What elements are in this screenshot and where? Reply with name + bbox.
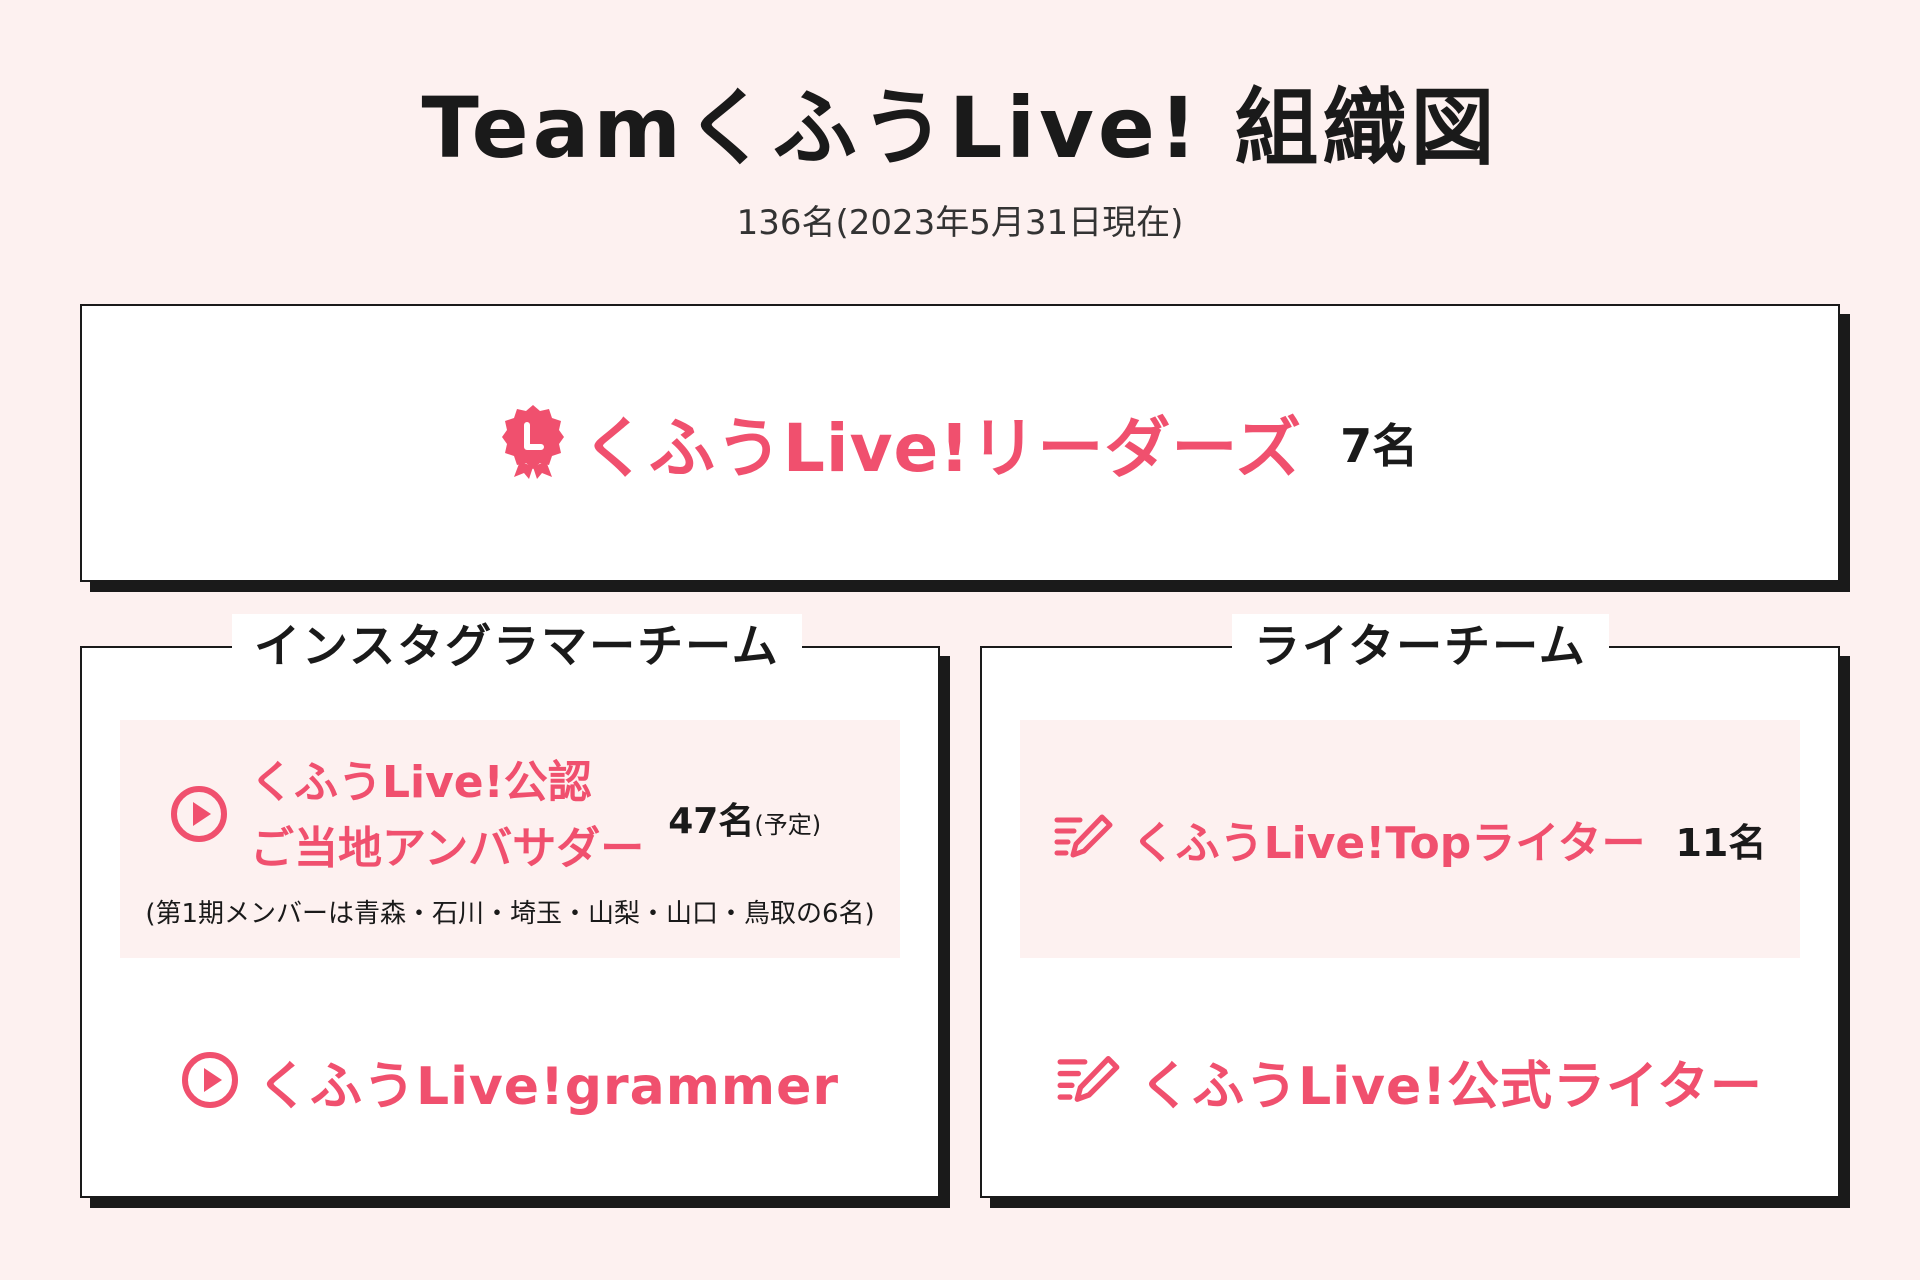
ambassador-note: (第1期メンバーは青森・石川・埼玉・山梨・山口・鳥取の6名): [145, 899, 875, 929]
ambassador-label-line2: ご当地アンバサダー: [250, 823, 645, 874]
official-writer-row: くふうLive!公式ライター: [982, 1044, 1838, 1119]
ambassador-row: くふうLive!公認 ご当地アンバサダー 47名(予定): [170, 750, 821, 882]
official-writer-label: くふうLive!公式ライター: [1139, 1057, 1763, 1117]
play-circle-icon: [181, 1051, 239, 1113]
ambassador-label-line1: くふうLive!公認: [250, 757, 592, 808]
ambassador-count: 47名: [668, 801, 755, 842]
instagrammer-team-heading: インスタグラマーチーム: [232, 614, 802, 678]
page-title: TeamくふうLive! 組織図: [421, 79, 1499, 177]
ambassador-count-note: (予定): [754, 811, 822, 839]
member-count-subtitle: 136名(2023年5月31日現在): [736, 203, 1184, 243]
ambassador-label: くふうLive!公認 ご当地アンバサダー: [250, 750, 644, 882]
leaders-count: 7名: [1340, 419, 1419, 473]
grammer-row: くふうLive!grammer: [82, 1044, 938, 1119]
top-writer-panel: くふうLive!Topライター 11名: [1020, 720, 1800, 958]
pen-writing-icon: [1054, 812, 1114, 866]
writer-team-heading: ライターチーム: [1232, 614, 1609, 678]
writer-team-box: ライターチーム くふうLive!Topライター 11名: [980, 614, 1840, 1198]
leaders-row: くふうLive!リーダーズ 7名: [82, 306, 1838, 580]
ribbon-badge-icon: [501, 403, 564, 483]
top-writer-label: くふうLive!Topライター: [1131, 818, 1646, 869]
top-writer-row: くふうLive!Topライター 11名: [1020, 720, 1800, 958]
top-writer-count: 11名: [1675, 820, 1767, 865]
pen-writing-icon: [1057, 1053, 1121, 1111]
play-circle-icon: [170, 785, 228, 847]
ambassador-panel: くふうLive!公認 ご当地アンバサダー 47名(予定) (第1期メンバーは青森…: [120, 720, 900, 958]
leaders-box: くふうLive!リーダーズ 7名: [80, 304, 1840, 582]
instagrammer-team-box: インスタグラマーチーム くふうLive!公認 ご当地アンバサダー 47名(予定)…: [80, 614, 940, 1198]
leaders-label: くふうLive!リーダーズ: [581, 410, 1303, 487]
ambassador-count-group: 47名(予定): [668, 792, 821, 844]
grammer-label: くふうLive!grammer: [256, 1057, 840, 1117]
